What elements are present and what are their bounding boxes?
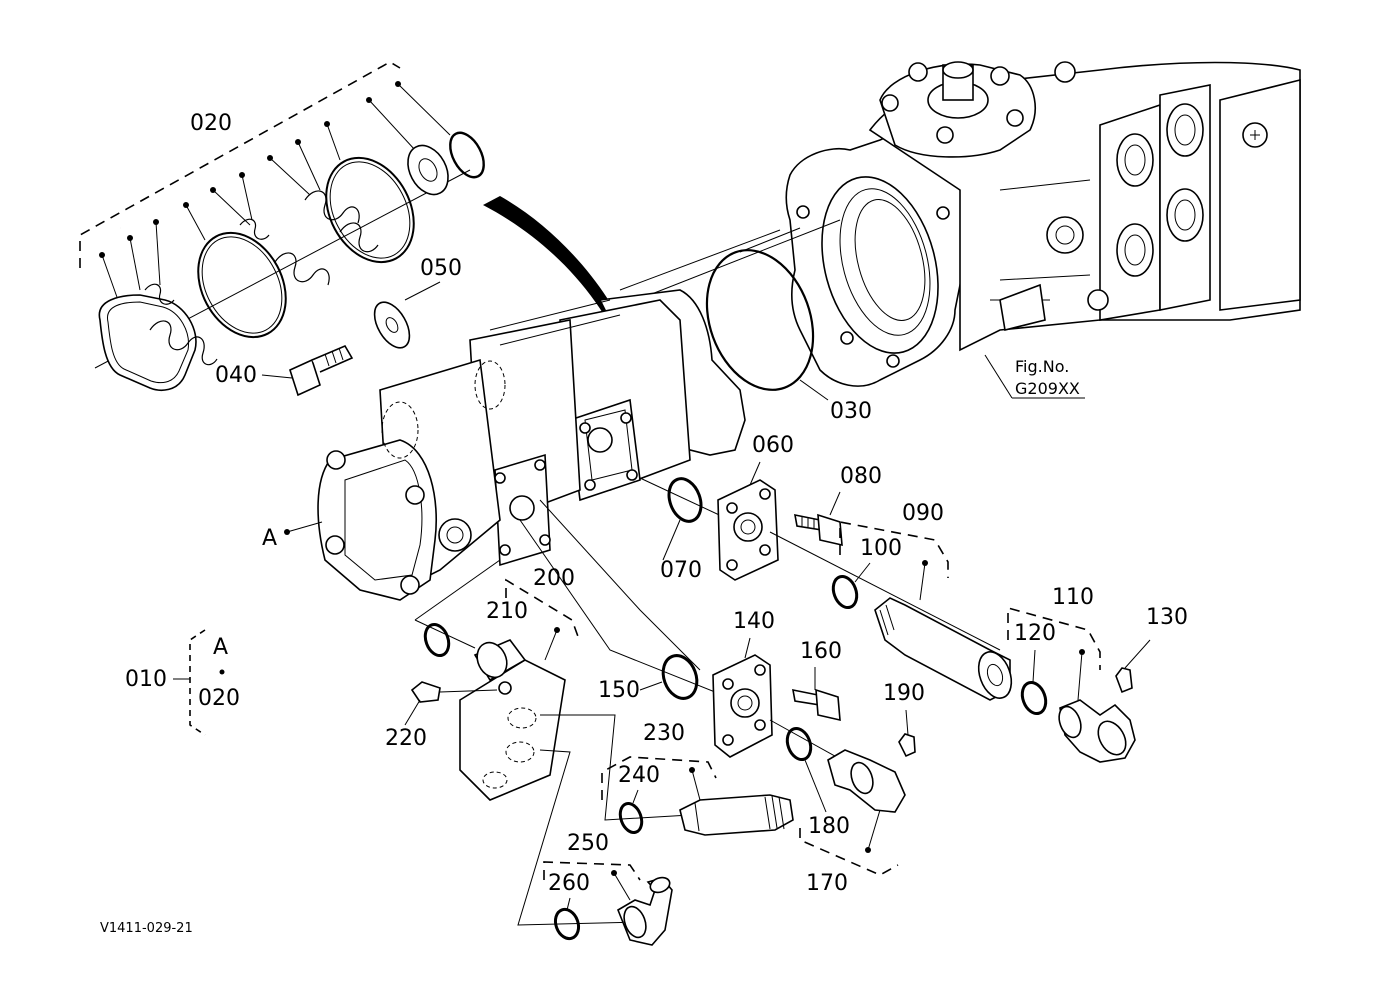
label-200: 200 xyxy=(533,566,575,591)
label-100: 100 xyxy=(860,536,902,561)
label-040: 040 xyxy=(215,363,257,388)
label-150: 150 xyxy=(598,678,640,703)
elbow-250 xyxy=(617,876,673,946)
label-030: 030 xyxy=(830,399,872,424)
o-ring-150 xyxy=(661,654,699,700)
label-160: 160 xyxy=(800,639,842,664)
label-A2: A xyxy=(213,635,228,660)
transmission-housing xyxy=(785,61,1301,387)
label-070: 070 xyxy=(660,558,702,583)
o-ring-210 xyxy=(423,623,451,657)
label-060: 060 xyxy=(752,433,794,458)
label-A: A xyxy=(262,526,277,551)
plug-130 xyxy=(1115,667,1133,694)
o-ring-large-2 xyxy=(325,156,415,264)
label-050: 050 xyxy=(420,256,462,281)
label-220: 220 xyxy=(385,726,427,751)
label-130: 130 xyxy=(1146,605,1188,630)
bolt-160 xyxy=(792,688,841,722)
figure-ref-line2: G209XX xyxy=(1015,379,1080,398)
seal-kit-group-020 xyxy=(79,61,485,391)
plug-190 xyxy=(898,733,916,758)
flange-140 xyxy=(712,654,773,758)
o-ring-260 xyxy=(553,907,581,941)
label-080: 080 xyxy=(840,464,882,489)
figure-ref-line1: Fig.No. xyxy=(1015,357,1069,376)
snap-ring xyxy=(449,131,485,179)
label-260: 260 xyxy=(548,871,590,896)
label-090: 090 xyxy=(902,501,944,526)
label-110: 110 xyxy=(1052,585,1094,610)
figure-reference: Fig.No. G209XX xyxy=(984,354,1085,399)
fitting-090 xyxy=(874,597,1013,701)
drawing-code: V1411-029-21 xyxy=(100,921,193,936)
label-190: 190 xyxy=(883,681,925,706)
spring-clips xyxy=(144,190,379,366)
o-ring-120 xyxy=(1020,681,1048,715)
elbow-110 xyxy=(1058,699,1136,763)
direction-arrow xyxy=(483,196,632,355)
block-200 xyxy=(459,639,566,801)
o-ring-240 xyxy=(618,801,644,835)
label-010: 010 xyxy=(125,667,167,692)
kit-bracket-010 xyxy=(173,629,225,736)
label-180: 180 xyxy=(808,814,850,839)
gear-pump-assembly xyxy=(317,289,746,601)
washer-050 xyxy=(373,301,411,349)
seal-washer xyxy=(407,144,449,196)
label-120: 120 xyxy=(1014,621,1056,646)
o-ring-100 xyxy=(831,575,859,609)
fitting-170 xyxy=(827,749,906,813)
bolt-040 xyxy=(289,344,354,397)
part-labels: 020 050 040 030 060 080 090 100 070 A 20… xyxy=(100,111,1188,936)
plug-220 xyxy=(410,681,441,703)
backup-ring-square xyxy=(98,294,197,391)
label-140: 140 xyxy=(733,609,775,634)
connector-230 xyxy=(679,794,794,836)
label-020b: 020 xyxy=(198,686,240,711)
label-020: 020 xyxy=(190,111,232,136)
label-230: 230 xyxy=(643,721,685,746)
label-170: 170 xyxy=(806,871,848,896)
label-210: 210 xyxy=(486,599,528,624)
label-250: 250 xyxy=(567,831,609,856)
o-ring-070 xyxy=(667,477,703,523)
o-ring-large-1 xyxy=(197,231,287,339)
seal-kit-leaders xyxy=(99,81,451,301)
o-ring-030 xyxy=(705,249,815,391)
label-240: 240 xyxy=(618,763,660,788)
o-ring-180 xyxy=(785,727,813,761)
bolt-080 xyxy=(794,513,843,547)
flange-060 xyxy=(717,479,779,581)
label-leaders xyxy=(261,281,1036,911)
